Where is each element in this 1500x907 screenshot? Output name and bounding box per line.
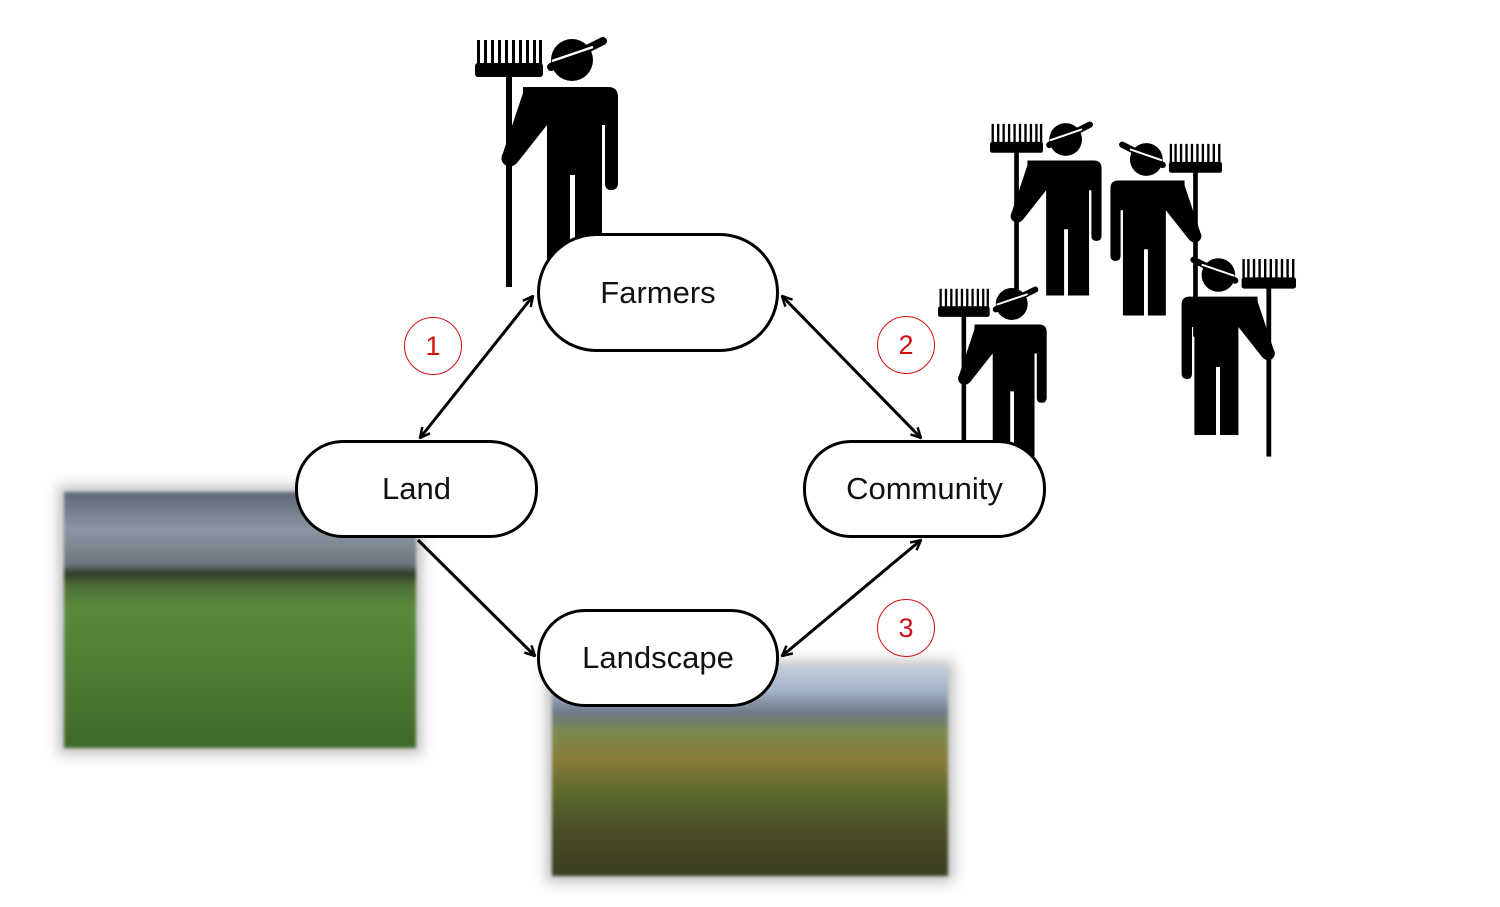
node-landscape: Landscape [537, 609, 779, 707]
node-label: Land [382, 471, 451, 506]
node-label: Community [846, 471, 1003, 506]
node-land: Land [295, 440, 538, 538]
link-number-3: 3 [877, 599, 935, 657]
number-label: 2 [898, 329, 914, 360]
node-farmers: Farmers [537, 233, 779, 352]
arrow-farmers-land [420, 296, 533, 438]
node-label: Farmers [600, 274, 716, 310]
farmer-icon [990, 123, 1102, 316]
link-number-1: 1 [404, 317, 462, 375]
link-number-2: 2 [877, 316, 935, 374]
number-label: 1 [425, 330, 441, 361]
node-label: Landscape [582, 640, 734, 675]
arrow-community-landscape [782, 540, 921, 656]
farmers-group-icon [938, 123, 1296, 476]
node-community: Community [803, 440, 1046, 538]
farmer-icon [1182, 258, 1296, 456]
number-label: 3 [898, 612, 914, 643]
arrow-land-landscape [416, 538, 535, 656]
arrow-farmers-community [782, 296, 921, 438]
